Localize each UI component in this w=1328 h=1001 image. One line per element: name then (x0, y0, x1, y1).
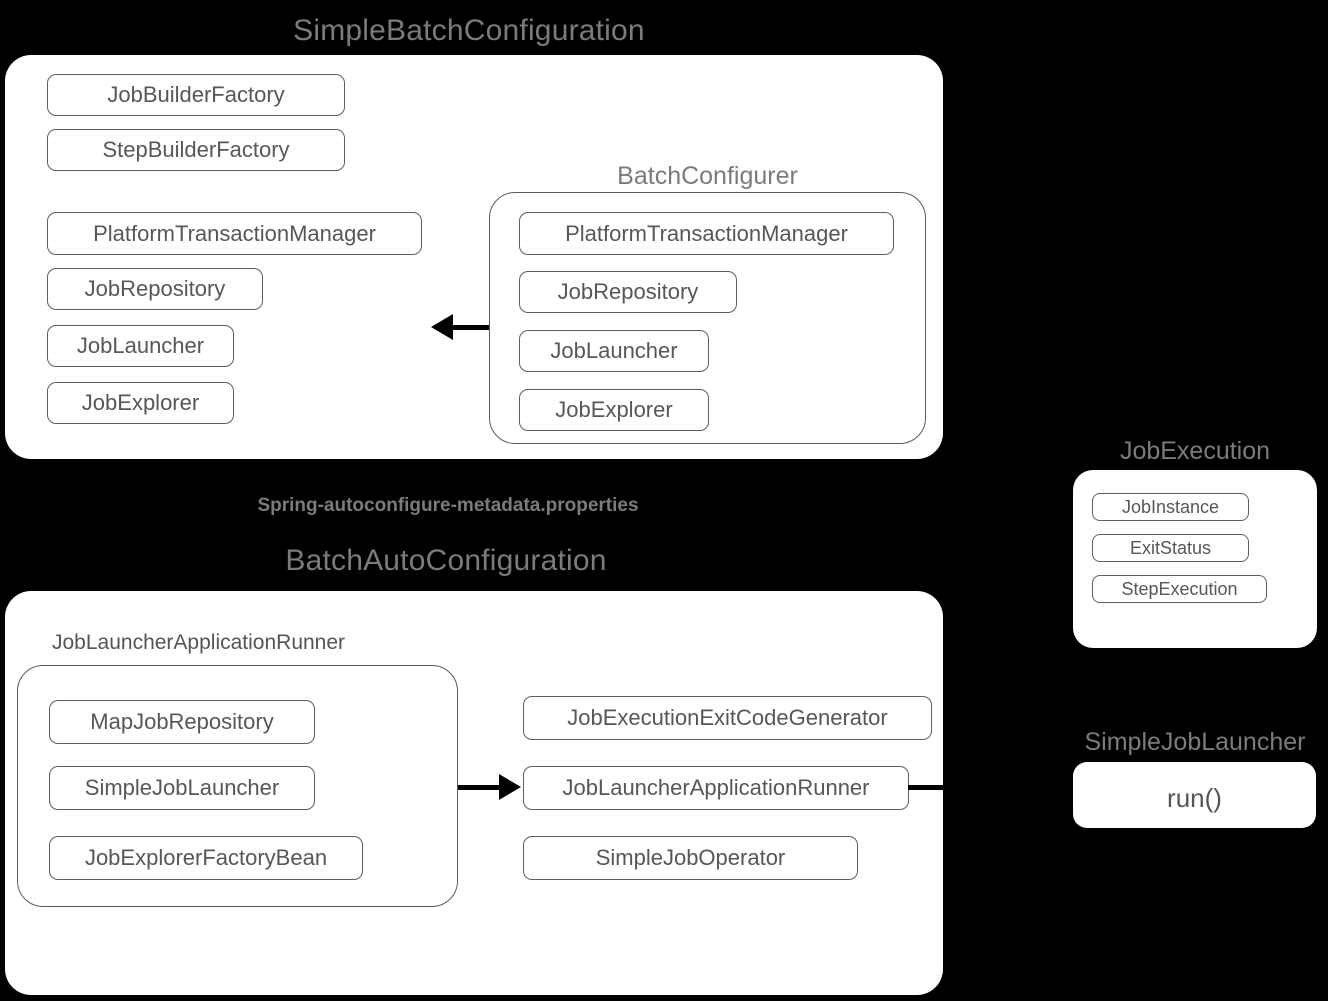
chip-exit-status[interactable]: ExitStatus (1092, 534, 1249, 562)
chip-bac-job-launcher-application-runner[interactable]: JobLauncherApplicationRunner (523, 766, 909, 810)
chip-step-builder-factory[interactable]: StepBuilderFactory (47, 129, 345, 171)
chip-map-job-repository[interactable]: MapJobRepository (49, 700, 315, 744)
simple-job-launcher-title: SimpleJobLauncher (1084, 728, 1306, 756)
chip-job-builder-factory[interactable]: JobBuilderFactory (47, 74, 345, 116)
chip-job-execution-exit-code-generator[interactable]: JobExecutionExitCodeGenerator (523, 696, 932, 740)
chip-simple-job-launcher[interactable]: SimpleJobLauncher (49, 766, 315, 810)
arrow-head-left-icon (431, 314, 453, 340)
simple-job-launcher-run-label[interactable]: run() (1167, 783, 1222, 813)
connector-runner-to-panel-edge (908, 785, 944, 790)
batch-auto-configuration-title: BatchAutoConfiguration (285, 544, 607, 577)
arrow-head-right-icon (499, 774, 521, 800)
simple-batch-configuration-title: SimpleBatchConfiguration (293, 14, 645, 47)
chip-bc-platform-transaction-manager[interactable]: PlatformTransactionManager (519, 212, 894, 255)
chip-bc-job-explorer[interactable]: JobExplorer (519, 389, 709, 431)
simple-job-launcher-panel (1073, 762, 1316, 828)
chip-simple-job-operator[interactable]: SimpleJobOperator (523, 836, 858, 880)
chip-bc-job-repository[interactable]: JobRepository (519, 271, 737, 313)
chip-bc-job-launcher[interactable]: JobLauncher (519, 330, 709, 372)
chip-job-repository[interactable]: JobRepository (47, 268, 263, 310)
spring-autoconfigure-metadata-note: Spring-autoconfigure-metadata.properties (257, 495, 639, 516)
chip-platform-transaction-manager[interactable]: PlatformTransactionManager (47, 212, 422, 255)
connector-runner-group-to-right (458, 785, 502, 790)
chip-job-launcher[interactable]: JobLauncher (47, 325, 234, 367)
chip-job-instance[interactable]: JobInstance (1092, 493, 1249, 521)
job-launcher-application-runner-group-label: JobLauncherApplicationRunner (52, 631, 346, 654)
chip-step-execution[interactable]: StepExecution (1092, 575, 1267, 603)
connector-batch-configurer-to-left (453, 325, 489, 330)
chip-job-explorer-factory-bean[interactable]: JobExplorerFactoryBean (49, 836, 363, 880)
job-execution-title: JobExecution (1119, 437, 1271, 465)
batch-configurer-title: BatchConfigurer (617, 162, 798, 190)
chip-job-explorer[interactable]: JobExplorer (47, 382, 234, 424)
